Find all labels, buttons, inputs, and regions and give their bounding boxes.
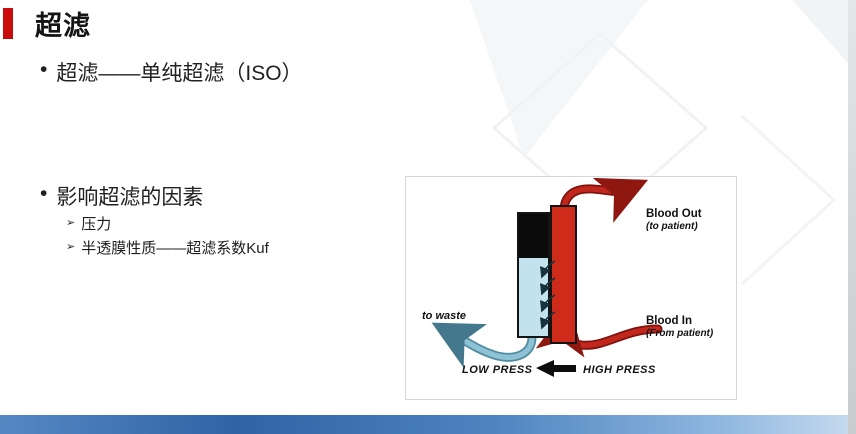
blood-out-tube [561,177,649,223]
sub-bullet-text: 半透膜性质——超滤系数Kuf [81,240,269,257]
ultrafiltration-arrow-icon [540,294,556,313]
high-press-label: HIGH PRESS [583,364,656,376]
bullet-text: 影响超滤的因素 [56,186,204,209]
dialyzer-diagram: Blood Out (to patient) Blood In (From pa… [405,176,737,400]
deco-triangle [470,0,648,158]
blood-column [550,205,577,344]
blood-out-sublabel: (to patient) [646,221,698,232]
deco-chevron [740,114,837,286]
ultrafiltration-arrow-icon [540,311,556,330]
slide-title: 超滤 [35,11,91,41]
bullet-marker: • [40,182,48,205]
sub-bullet-text: 压力 [81,216,112,233]
footer-bar [0,415,848,434]
blood-in-sublabel: (From patient) [646,328,714,339]
ultrafiltration-arrow-icon [540,260,556,279]
low-press-label: LOW PRESS [462,364,533,376]
waste-tube [431,322,535,368]
membrane-cap [518,213,549,258]
sub-bullet-marker: ➢ [66,241,76,253]
sub-bullet-marker: ➢ [66,217,76,229]
title-accent-bar [3,8,13,39]
ultrafiltration-arrow-icon [540,277,556,296]
sub-bullet-item: ➢ 半透膜性质——超滤系数Kuf [66,237,269,258]
bullet-item: • 超滤——单纯超滤（ISO） [40,57,303,87]
bullet-marker: • [40,58,48,81]
deco-corner [792,0,856,72]
sub-bullet-item: ➢ 压力 [66,213,111,234]
right-edge-strip [848,0,856,434]
bullet-text: 超滤——单纯超滤（ISO） [56,62,303,85]
blood-out-label: Blood Out [646,208,702,220]
pressure-direction-arrow-icon [536,360,576,377]
bullet-item: • 影响超滤的因素 [40,181,203,211]
blood-in-label: Blood In [646,315,692,327]
to-waste-label: to waste [422,310,466,322]
dialyzer-diagram-graphic: Blood Out (to patient) Blood In (From pa… [422,177,714,377]
